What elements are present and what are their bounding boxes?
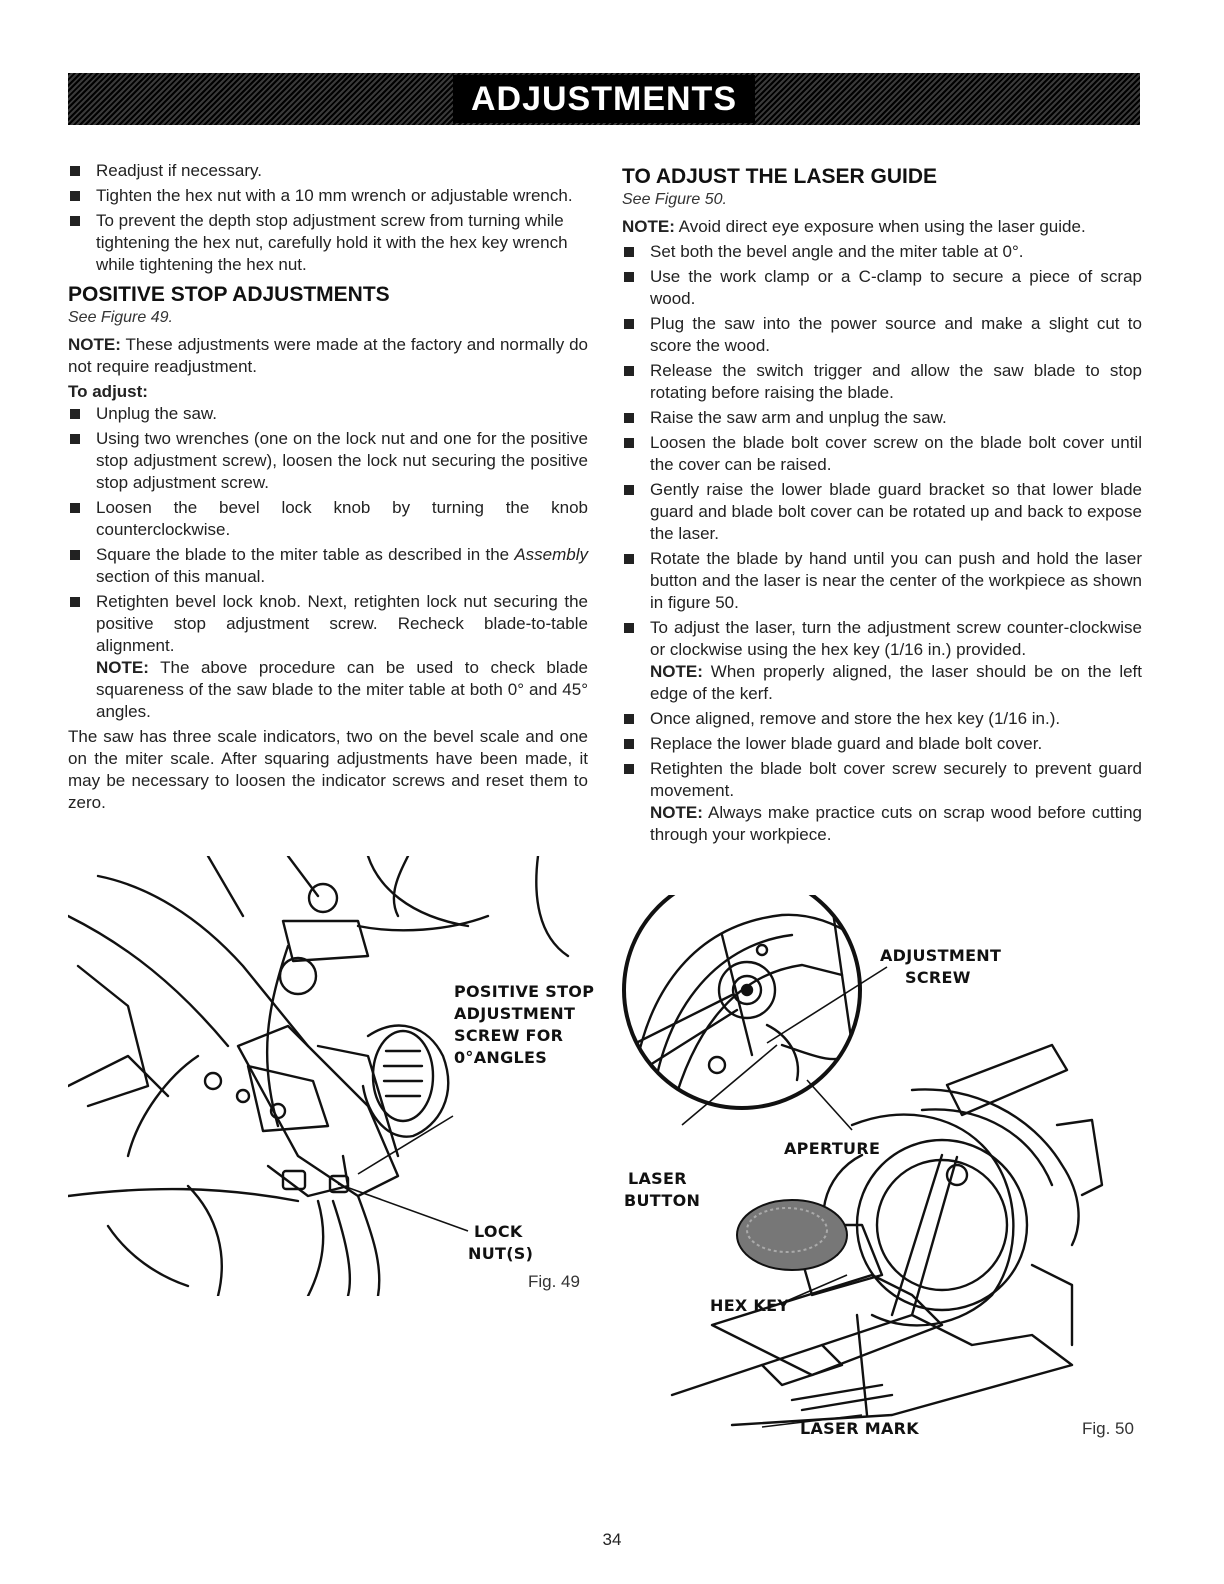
note-text: These adjustments were made at the facto… [68,335,588,376]
list-item: Plug the saw into the power source and m… [622,313,1142,357]
laser-button-label-line2: BUTTON [624,1191,701,1210]
hex-key-label: HEX KEY [710,1296,790,1315]
list-item: Release the switch trigger and allow the… [622,360,1142,404]
note-label: NOTE: [622,217,675,236]
dust-bag [736,1199,848,1271]
list-item: Retighten bevel lock knob. Next, retight… [68,591,588,723]
figure-49-number: Fig. 49 [528,1272,580,1291]
note-label: NOTE: [96,658,149,677]
section-title-laser-guide: TO ADJUST THE LASER GUIDE [622,165,938,188]
note-paragraph: NOTE: These adjustments were made at the… [68,334,588,378]
list-item: Gently raise the lower blade guard brack… [622,479,1142,545]
adjust-laser-text: To adjust the laser, turn the adjustment… [650,618,1142,659]
lock-nut-label-line2: NUT(S) [468,1244,534,1263]
square-text-em: Assembly [514,545,588,564]
inner-note: NOTE: The above procedure can be used to… [96,657,588,723]
retighten-text: Retighten the blade bolt cover screw sec… [650,759,1142,800]
section-title-positive-stop: POSITIVE STOP ADJUSTMENTS [68,283,390,306]
inner-note: NOTE: Always make practice cuts on scrap… [650,802,1142,846]
note-label: NOTE: [68,335,121,354]
square-text-pre: Square the blade to the miter table as d… [96,545,515,564]
square-text-post: section of this manual. [96,567,266,586]
note-paragraph: NOTE: Avoid direct eye exposure when usi… [622,216,1142,238]
aperture-label: APERTURE [784,1139,881,1158]
note-label: NOTE: [650,803,703,822]
intro-bullet-list: Readjust if necessary. Tighten the hex n… [68,160,588,276]
list-item: Use the work clamp or a C-clamp to secur… [622,266,1142,310]
list-item: Tighten the hex nut with a 10 mm wrench … [68,185,588,207]
positive-stop-label-line4: 0°ANGLES [454,1048,548,1067]
list-item: Loosen the bevel lock knob by turning th… [68,497,588,541]
note-text: When properly aligned, the laser should … [650,662,1142,703]
list-item: To adjust the laser, turn the adjustment… [622,617,1142,705]
list-item: Readjust if necessary. [68,160,588,182]
note-text: Avoid direct eye exposure when using the… [674,217,1086,236]
left-column: Readjust if necessary. Tighten the hex n… [68,160,588,817]
list-item: Retighten the blade bolt cover screw sec… [622,758,1142,846]
adjustment-screw-label-line1: ADJUSTMENT [880,946,1002,965]
list-item: Replace the lower blade guard and blade … [622,733,1142,755]
figure-50: ADJUSTMENT SCREW APERTURE LASER BUTTON H… [612,895,1152,1445]
note-text: Always make practice cuts on scrap wood … [650,803,1142,844]
note-text: The above procedure can be used to check… [96,658,588,721]
note-label: NOTE: [650,662,703,681]
list-item: Once aligned, remove and store the hex k… [622,708,1142,730]
list-item: Set both the bevel angle and the miter t… [622,241,1142,263]
list-item: To prevent the depth stop adjustment scr… [68,210,588,276]
adjust-bullet-list: Unplug the saw. Using two wrenches (one … [68,403,588,723]
page-title: ADJUSTMENTS [452,75,756,123]
figure-50-number: Fig. 50 [1082,1419,1134,1438]
figure-49: POSITIVE STOP ADJUSTMENT SCREW FOR 0°ANG… [68,856,598,1296]
right-column: TO ADJUST THE LASER GUIDE See Figure 50.… [622,160,1142,849]
see-figure-49: See Figure 49. [68,309,173,326]
retighten-text: Retighten bevel lock knob. Next, retight… [96,592,588,655]
laser-mark-label: LASER MARK [800,1419,919,1438]
inner-note: NOTE: When properly aligned, the laser s… [650,661,1142,705]
list-item: Using two wrenches (one on the lock nut … [68,428,588,494]
list-item: Square the blade to the miter table as d… [68,544,588,588]
lock-nut-label-line1: LOCK [474,1222,523,1241]
positive-stop-label-line1: POSITIVE STOP [454,982,595,1001]
positive-stop-label-line2: ADJUSTMENT [454,1004,576,1023]
positive-stop-label-line3: SCREW FOR [454,1026,564,1045]
to-adjust-heading: To adjust: [68,382,148,401]
laser-bullet-list: Set both the bevel angle and the miter t… [622,241,1142,846]
adjustment-screw-label-line2: SCREW [905,968,971,987]
list-item: Unplug the saw. [68,403,588,425]
page-header-banner: ADJUSTMENTS [68,73,1140,125]
list-item: Rotate the blade by hand until you can p… [622,548,1142,614]
figure-49-illustration [68,856,570,1296]
closing-paragraph: The saw has three scale indicators, two … [68,727,588,812]
list-item: Raise the saw arm and unplug the saw. [622,407,1142,429]
page-number: 34 [602,1530,622,1549]
list-item: Loosen the blade bolt cover screw on the… [622,432,1142,476]
figure-50-illustration [622,895,1104,1428]
laser-button-label-line1: LASER [628,1169,687,1188]
see-figure-50: See Figure 50. [622,191,727,208]
